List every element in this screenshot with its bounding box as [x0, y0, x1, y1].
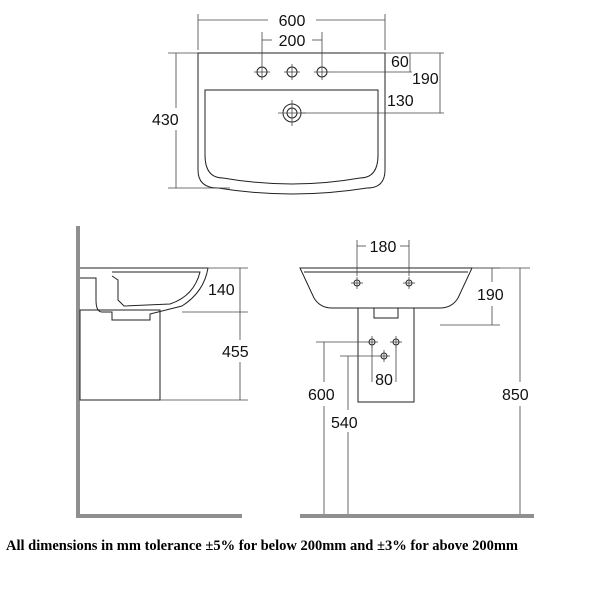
side-pedestal: [79, 309, 161, 401]
basin-front-outline: [299, 267, 473, 309]
dim-front-bowl-190: 190: [477, 287, 504, 304]
tolerance-caption: All dimensions in mm tolerance ±5% for b…: [6, 538, 518, 554]
dim-waste-height-540: 540: [331, 415, 358, 432]
dim-bowl-depth-140: 140: [208, 282, 235, 299]
dim-pedestal-455: 455: [222, 344, 249, 361]
tap-hole-icon: [284, 64, 300, 80]
basin-top-bowl: [204, 89, 379, 185]
top-view: 600 200 60 190 130 430: [152, 13, 444, 195]
floor-section: [300, 514, 534, 518]
front-view: 180 190 80 850 600 540: [299, 239, 534, 518]
dim-front-tap-spacing-180: 180: [370, 239, 397, 256]
waste-hole-icon: [378, 350, 390, 362]
dim-waste-spacing-80: 80: [375, 372, 393, 389]
dim-front-to-waste-130: 130: [387, 93, 414, 110]
waste-outlet-icon: [278, 100, 306, 126]
dim-edge-to-tap-60: 60: [391, 54, 409, 71]
side-view: 140 455: [76, 226, 249, 518]
floor-section: [76, 514, 242, 518]
front-pedestal: [357, 307, 415, 403]
basin-side-profile: [80, 267, 209, 321]
tap-hole-icon: [351, 277, 363, 289]
tap-hole-icon: [403, 277, 415, 289]
dim-fixing-height-600: 600: [308, 387, 335, 404]
dim-rim-height-850: 850: [502, 387, 529, 404]
basin-side-bowl: [111, 271, 201, 307]
tap-hole-icon: [254, 64, 270, 80]
basin-top-outline: [197, 52, 386, 195]
wall-section: [76, 226, 80, 518]
dim-total-depth-430: 430: [152, 112, 179, 129]
dim-back-to-waste-190: 190: [412, 71, 439, 88]
dim-width-600: 600: [279, 13, 306, 30]
tap-hole-icon: [314, 64, 330, 80]
dim-tap-spacing-200: 200: [279, 33, 306, 50]
